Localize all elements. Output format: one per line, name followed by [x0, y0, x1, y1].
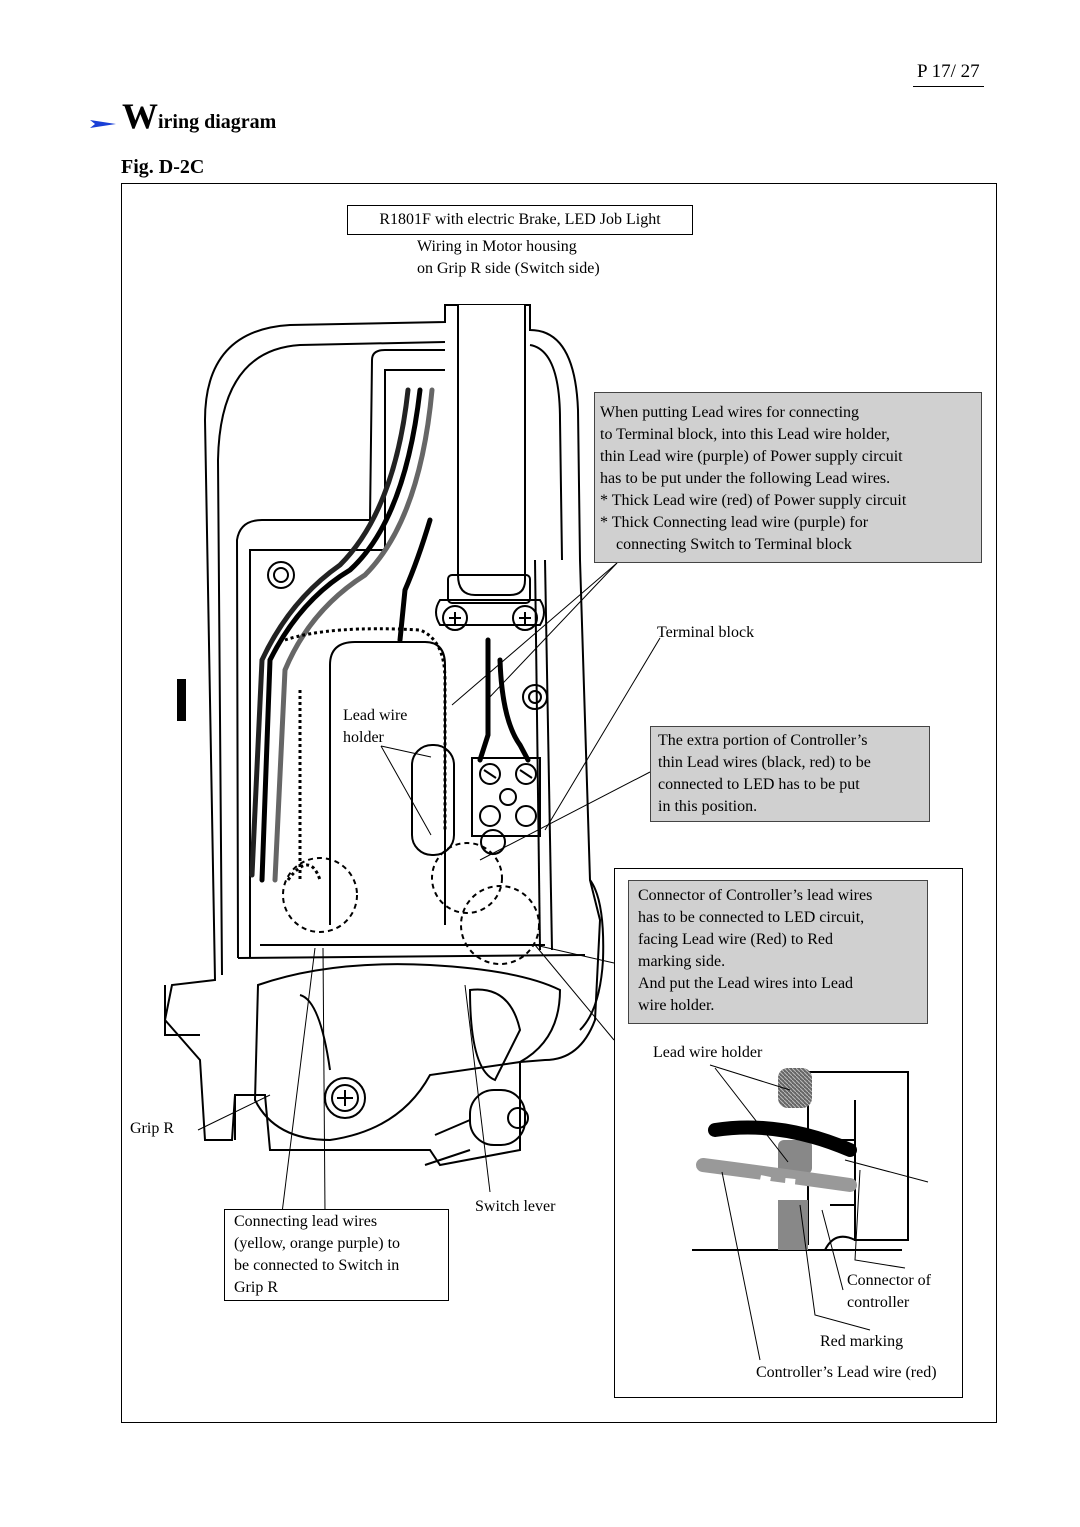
note-line: And put the Lead wires into Lead [638, 975, 854, 992]
label-lead-wire-holder-line-1: Lead wire [343, 707, 408, 724]
figure-frame [121, 183, 997, 1423]
note-line: * Thick Connecting lead wire (purple) fo… [600, 514, 869, 531]
label-grip-r: Grip R [130, 1120, 174, 1137]
label-terminal-block: Terminal block [657, 624, 755, 641]
note-lead-wire-order: When putting Lead wires for connecting t… [594, 392, 982, 563]
note-line: wire holder. [638, 997, 715, 1014]
detail-frame [614, 868, 963, 1398]
note-line: Connecting lead wires [234, 1213, 378, 1230]
note-line: Connector of Controller’s lead wires [638, 887, 873, 904]
note-line: * Thick Lead wire (red) of Power supply … [600, 492, 907, 509]
label-connector-of-controller-line-2: controller [847, 1294, 910, 1311]
note-line: The extra portion of Controller’s [658, 732, 868, 749]
note-connecting-lead-wires: Connecting lead wires (yellow, orange pu… [224, 1209, 449, 1301]
note-line: to Terminal block, into this Lead wire h… [600, 426, 890, 443]
note-line: Grip R [234, 1279, 278, 1296]
label-connector-of-controller-line-1: Connector of [847, 1272, 931, 1289]
note-line: thin Lead wires (black, red) to be [658, 754, 871, 771]
note-line: connected to LED has to be put [658, 776, 860, 793]
note-line: When putting Lead wires for connecting [600, 404, 860, 421]
note-line: thin Lead wire (purple) of Power supply … [600, 448, 903, 465]
section-title: Wiring diagram [90, 96, 276, 136]
note-line: facing Lead wire (Red) to Red [638, 931, 834, 948]
page-number: P 17/ 27 [913, 60, 984, 87]
view-caption-line-2: on Grip R side (Switch side) [417, 260, 600, 277]
note-extra-portion: The extra portion of Controller’s thin L… [650, 726, 930, 822]
note-line: has to be put under the following Lead w… [600, 470, 891, 487]
note-line: (yellow, orange purple) to [234, 1235, 401, 1252]
view-caption-line-1: Wiring in Motor housing [417, 238, 577, 255]
model-caption: R1801F with electric Brake, LED Job Ligh… [347, 205, 693, 235]
note-line: has to be connected to LED circuit, [638, 909, 865, 926]
label-lead-wire-holder-detail: Lead wire holder [653, 1044, 763, 1061]
note-line: connecting Switch to Terminal block [616, 536, 852, 553]
note-connector: Connector of Controller’s lead wires has… [628, 880, 928, 1024]
note-line: in this position. [658, 798, 758, 815]
note-line: be connected to Switch in [234, 1257, 400, 1274]
section-title-rest: iring diagram [158, 111, 277, 133]
label-controller-lead-wire: Controller’s Lead wire (red) [756, 1364, 937, 1381]
label-red-marking: Red marking [820, 1333, 904, 1350]
pointer-arrow-icon [90, 120, 116, 129]
section-title-initial: W [122, 96, 158, 136]
label-lead-wire-holder-line-2: holder [343, 729, 384, 746]
figure-label: Fig. D-2C [121, 156, 205, 178]
note-line: marking side. [638, 953, 726, 970]
label-switch-lever: Switch lever [475, 1198, 556, 1215]
